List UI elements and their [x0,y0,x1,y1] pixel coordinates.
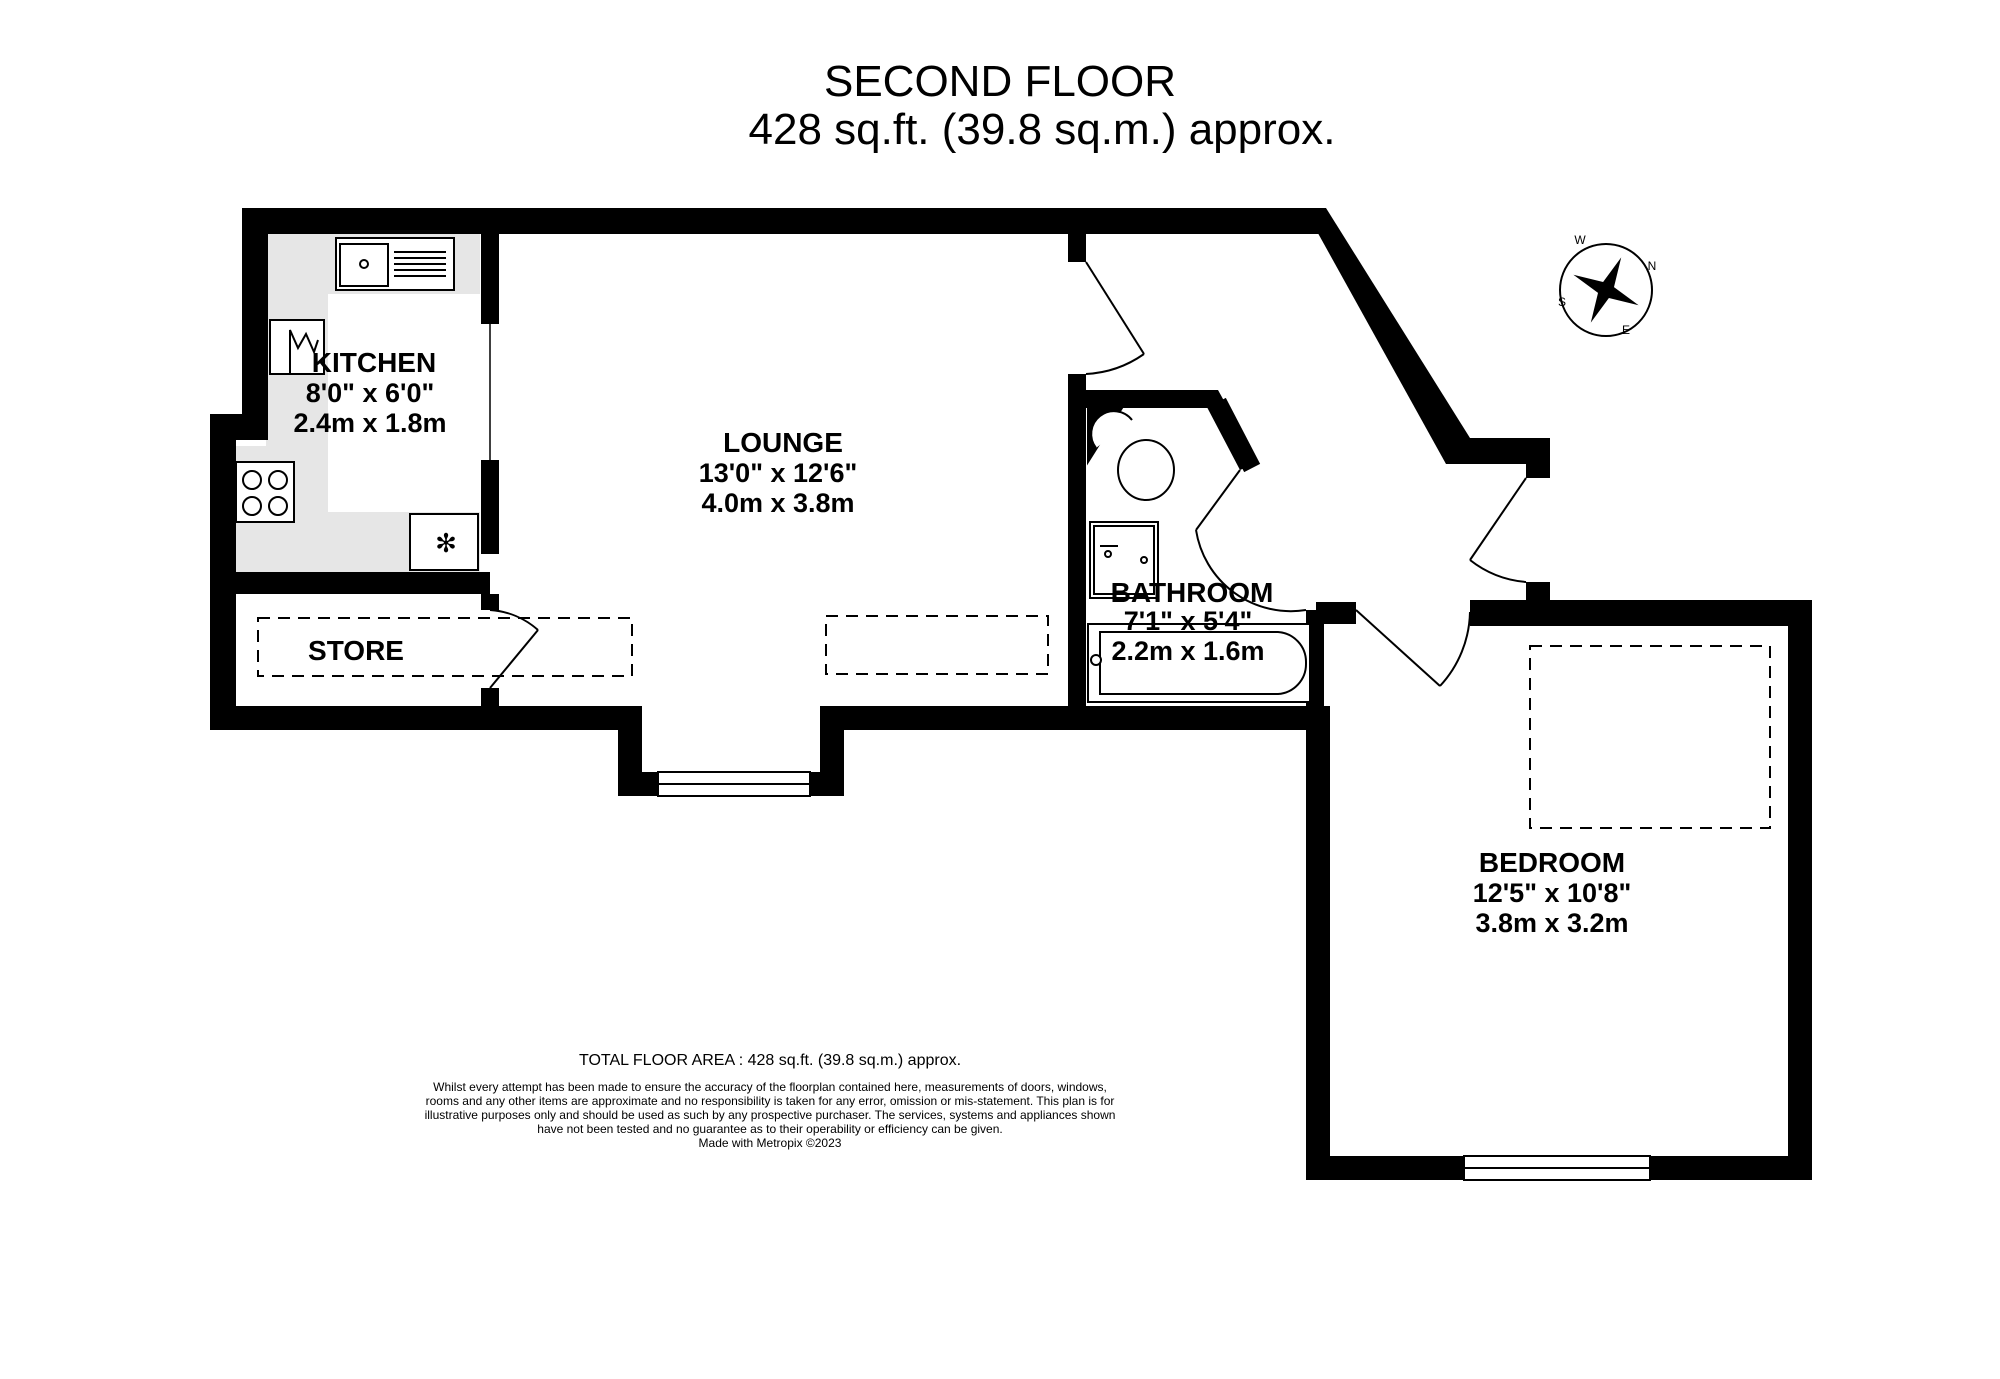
disclaimer-block: TOTAL FLOOR AREA : 428 sq.ft. (39.8 sq.m… [420,1052,1120,1150]
fridge-freezer-icon: ✻ [409,513,479,571]
toilet-icon [1087,407,1175,501]
hob-icon [235,461,295,523]
kitchen-metric: 2.4m x 1.8m [293,408,446,438]
bathroom-imperial: 7'1" x 5'4" [1124,606,1253,636]
basin-icon [1089,521,1159,599]
bathroom-diagonal-walls [1209,397,1261,473]
compass-star-icon: W N E S [1558,233,1657,337]
compass-n: N [1648,259,1657,273]
bathroom-name: BATHROOM [1111,577,1274,608]
lounge-name: LOUNGE [723,427,843,458]
sink-icon [335,237,455,291]
washing-machine-icon [269,319,325,375]
bathroom-metric: 2.2m x 1.6m [1111,636,1264,666]
store-name: STORE [308,635,404,666]
walls [210,208,1812,1180]
disclaimer-text: Whilst every attempt has been made to en… [424,1080,1116,1136]
bedroom-window [1463,1155,1651,1181]
total-floor-area: TOTAL FLOOR AREA : 428 sq.ft. (39.8 sq.m… [578,1052,962,1069]
dashed-outlines [257,615,1771,829]
lounge-window [657,771,811,797]
doors [489,261,1527,689]
lounge-metric: 4.0m x 3.8m [701,488,854,518]
bedroom-name: BEDROOM [1479,847,1625,878]
svg-text:✻: ✻ [435,529,457,559]
compass-w: W [1574,233,1586,247]
lounge-imperial: 13'0" x 12'6" [699,458,858,488]
kitchen-name: KITCHEN [312,347,436,378]
floor-area: 428 sq.ft. (39.8 sq.m.) approx. [749,105,1336,154]
bedroom-imperial: 12'5" x 10'8" [1473,878,1632,908]
kitchen-imperial: 8'0" x 6'0" [306,378,435,408]
made-with-credit: Made with Metropix ©2023 [698,1136,842,1150]
floor-title: SECOND FLOOR [824,57,1176,106]
compass-e: E [1622,323,1630,337]
compass-s: S [1558,295,1566,309]
bedroom-metric: 3.8m x 3.2m [1475,908,1628,938]
bath-icon [1087,623,1311,703]
